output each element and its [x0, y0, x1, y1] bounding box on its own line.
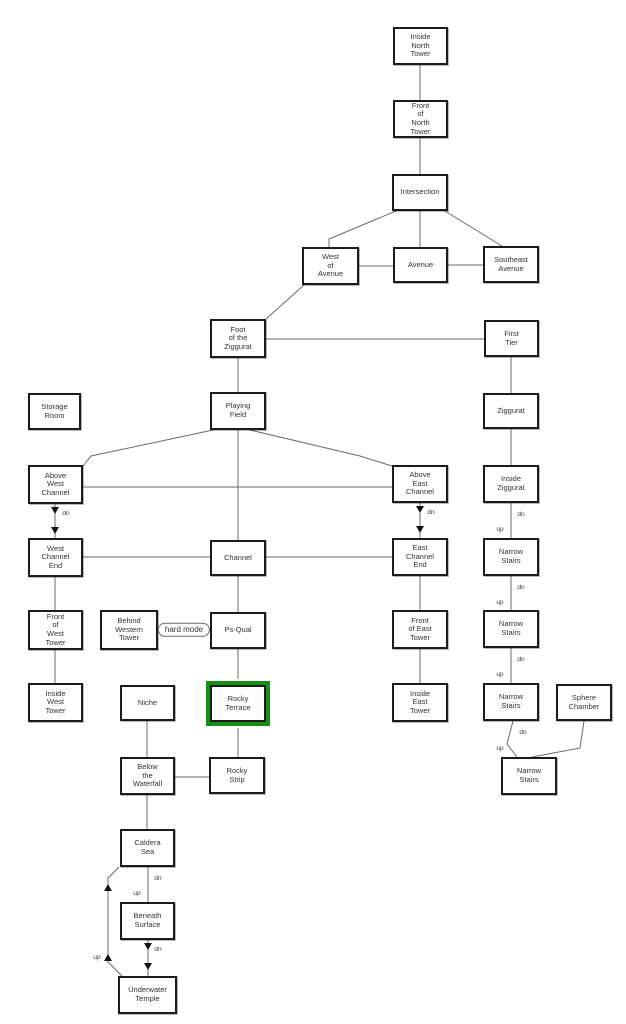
node-inside-ziggurat[interactable]: Inside Ziggurat: [483, 465, 539, 503]
node-above-west-channel[interactable]: Above West Channel: [28, 465, 83, 504]
edge-narrow-stairs-3--narrow-stairs-4: [506, 720, 518, 758]
node-front-of-west-tower[interactable]: Front of West Tower: [28, 610, 83, 650]
node-first-tier[interactable]: First Tier: [484, 320, 539, 357]
arrowhead-up-icon: [104, 954, 112, 961]
arrowhead-down-icon: [144, 963, 152, 970]
arrowhead-down-icon: [144, 943, 152, 950]
edge-intersection--southeast-avenue: [444, 210, 503, 247]
node-avenue[interactable]: Avenue: [393, 247, 448, 283]
node-intersection[interactable]: Intersection: [392, 174, 448, 211]
node-niche[interactable]: Niche: [120, 685, 175, 721]
edge-label-up: up: [496, 671, 504, 678]
node-narrow-stairs-3[interactable]: Narrow Stairs: [483, 683, 539, 721]
node-east-channel-end[interactable]: East Channel End: [392, 538, 448, 576]
node-front-of-north-tower[interactable]: Front of North Tower: [393, 100, 448, 138]
node-inside-north-tower[interactable]: Inside North Tower: [393, 27, 448, 65]
edge-label-dn: dn: [154, 875, 162, 882]
node-southeast-avenue[interactable]: Southeast Avenue: [483, 246, 539, 283]
node-narrow-stairs-2[interactable]: Narrow Stairs: [483, 610, 539, 648]
edge-label-dn: dn: [519, 729, 527, 736]
arrowhead-down-icon: [51, 507, 59, 514]
node-behind-western-tower[interactable]: Behind Western Tower: [100, 610, 158, 650]
arrowhead-up-icon: [104, 884, 112, 891]
node-ziggurat[interactable]: Ziggurat: [483, 393, 539, 429]
edge-label-dn: dn: [154, 946, 162, 953]
node-caldera-sea[interactable]: Caldera Sea: [120, 829, 175, 867]
edge-west-of-avenue--foot-of-the-ziggurat: [265, 284, 305, 320]
edge-underwater-temple--caldera-sea: [107, 866, 123, 977]
node-narrow-stairs-1[interactable]: Narrow Stairs: [483, 538, 539, 576]
node-west-channel-end[interactable]: West Channel End: [28, 538, 83, 577]
node-west-of-avenue[interactable]: West of Avenue: [302, 247, 359, 285]
node-inside-west-tower[interactable]: Inside West Tower: [28, 683, 83, 722]
node-sphere-chamber[interactable]: Sphere Chamber: [556, 684, 612, 721]
edge-label-up: up: [93, 954, 101, 961]
arrowhead-down-icon: [51, 527, 59, 534]
edge-intersection--west-of-avenue: [328, 210, 397, 247]
node-narrow-stairs-4[interactable]: Narrow Stairs: [501, 757, 557, 795]
edge-playing-field--above-east-channel: [249, 429, 393, 467]
node-inside-east-tower[interactable]: Inside East Tower: [392, 683, 448, 722]
node-storage-room[interactable]: Storage Room: [28, 393, 81, 430]
edge-label-up: up: [133, 890, 141, 897]
edge-label-dn: dn: [517, 511, 525, 518]
node-rocky-terrace[interactable]: Rocky Terrace: [206, 681, 270, 726]
arrowhead-down-icon: [416, 526, 424, 533]
node-beneath-surface[interactable]: Beneath Surface: [120, 902, 175, 940]
edge-label-up: up: [496, 745, 504, 752]
node-front-of-east-tower[interactable]: Front of East Tower: [392, 610, 448, 649]
node-underwater-temple[interactable]: Underwater Temple: [118, 976, 177, 1014]
edge-label-dn: dn: [517, 656, 525, 663]
hard-mode-edge-label: hard mode: [157, 622, 211, 638]
edge-label-dn: dn: [427, 509, 435, 516]
edge-label-dn: dn: [62, 510, 70, 517]
node-below-the-waterfall[interactable]: Below the Waterfall: [120, 757, 175, 795]
edge-sphere-chamber--narrow-stairs-4: [531, 720, 585, 758]
arrowhead-down-icon: [416, 506, 424, 513]
node-above-east-channel[interactable]: Above East Channel: [392, 465, 448, 503]
node-ps-qual[interactable]: Ps-Qual: [210, 612, 266, 649]
edge-label-up: up: [496, 599, 504, 606]
node-rocky-strip[interactable]: Rocky Strip: [209, 757, 265, 794]
edge-playing-field--above-west-channel: [82, 429, 214, 467]
edge-label-dn: dn: [517, 584, 525, 591]
node-playing-field[interactable]: Playing Field: [210, 392, 266, 430]
edge-label-up: up: [496, 526, 504, 533]
node-channel[interactable]: Channel: [210, 540, 266, 576]
node-foot-of-the-ziggurat[interactable]: Foot of the Ziggurat: [210, 319, 266, 358]
